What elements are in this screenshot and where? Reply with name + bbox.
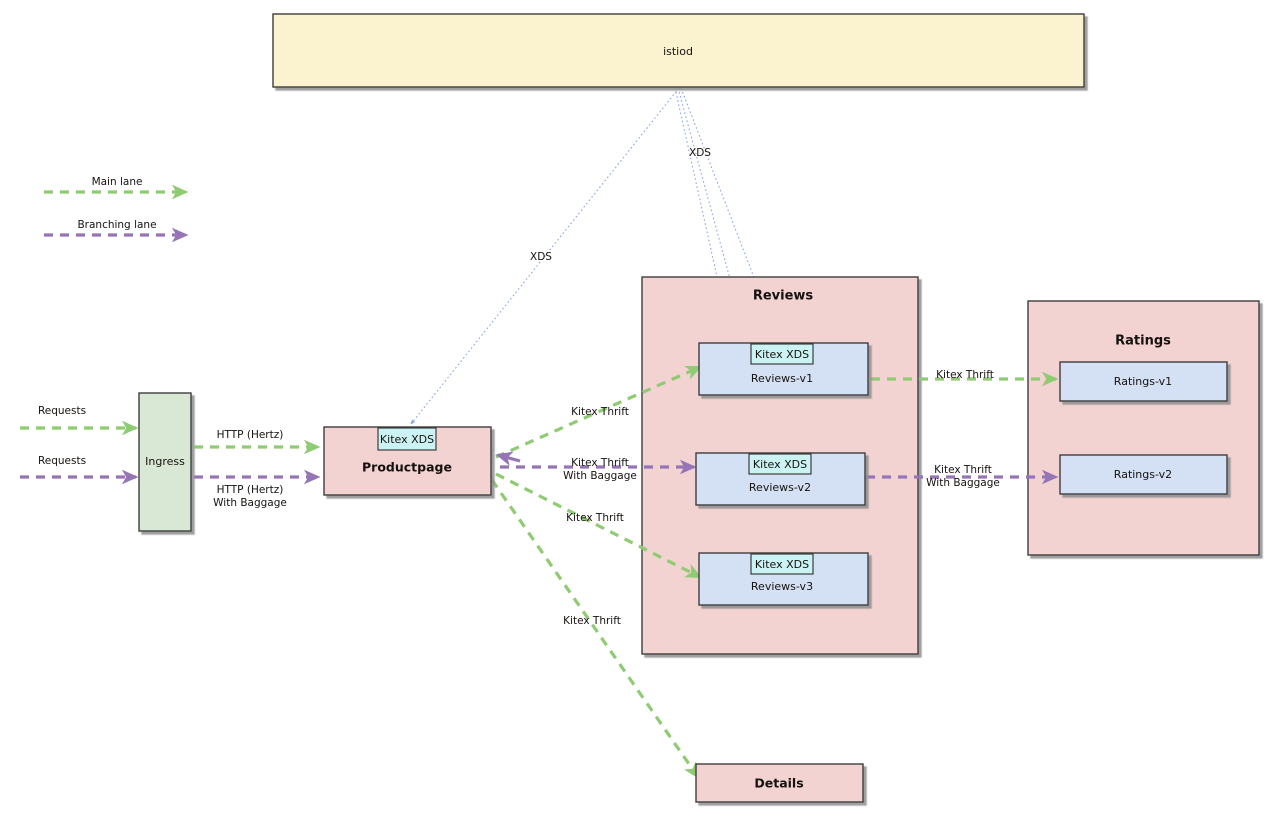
edges-requests: Requests Requests xyxy=(20,405,139,485)
details-box[interactable] xyxy=(695,763,864,803)
node-details[interactable]: Details xyxy=(695,763,864,803)
ratings-v2-box[interactable] xyxy=(1059,454,1228,495)
istiod-box[interactable] xyxy=(272,13,1085,88)
xds-label-reviews: XDS xyxy=(689,147,711,159)
xds-edges: XDS XDS xyxy=(410,87,781,556)
label-kitex-thrift-details: Kitex Thrift xyxy=(563,615,621,627)
ratings-cluster-label: Ratings xyxy=(1115,334,1171,349)
ingress-label: Ingress xyxy=(145,455,185,468)
productpage-badge-box[interactable] xyxy=(377,427,437,451)
node-ingress[interactable]: Ingress xyxy=(138,392,192,532)
label-http-hertz-baggage-line1: HTTP (Hertz) xyxy=(217,484,284,496)
edges-ingress-productpage: HTTP (Hertz) HTTP (Hertz) With Baggage xyxy=(194,429,321,509)
label-requests-main: Requests xyxy=(38,405,86,417)
legend-item-main-lane: Main lane xyxy=(44,176,189,200)
label-http-hertz: HTTP (Hertz) xyxy=(217,429,284,441)
edge-productpage-reviews-v3 xyxy=(495,472,703,579)
ratings-v1-box[interactable] xyxy=(1059,361,1228,402)
cluster-ratings[interactable]: Ratings xyxy=(1027,300,1260,556)
legend-label-main-lane: Main lane xyxy=(92,176,143,188)
node-reviews-v1[interactable]: Kitex XDS Reviews-v1 xyxy=(698,342,869,396)
edge-productpage-reviews-v1 xyxy=(495,365,703,459)
label-kitex-thrift-ratings2-line2: With Baggage xyxy=(926,477,1000,489)
label-kitex-thrift-v3: Kitex Thrift xyxy=(566,512,624,524)
reviews-v3-badge-label: Kitex XDS xyxy=(755,558,809,571)
reviews-v1-badge-box[interactable] xyxy=(750,343,814,365)
reviews-v1-label: Reviews-v1 xyxy=(751,372,813,385)
ratings-cluster-box[interactable] xyxy=(1027,300,1260,556)
node-ratings-v1[interactable]: Ratings-v1 xyxy=(1059,361,1228,402)
reviews-v1-badge-label: Kitex XDS xyxy=(755,348,809,361)
label-http-hertz-baggage-line2: With Baggage xyxy=(213,497,287,509)
legend-item-branching-lane: Branching lane xyxy=(44,219,189,243)
reviews-v2-badge-label: Kitex XDS xyxy=(753,458,807,471)
istiod-label: istiod xyxy=(663,45,693,58)
label-kitex-thrift-v1: Kitex Thrift xyxy=(571,406,629,418)
node-istiod[interactable]: istiod xyxy=(272,13,1085,88)
edges-productpage-out: Kitex Thrift Kitex Thrift With Baggage K… xyxy=(490,365,703,780)
ratings-v1-label: Ratings-v1 xyxy=(1114,375,1172,388)
label-requests-branch: Requests xyxy=(38,455,86,467)
label-kitex-thrift-baggage-line2: With Baggage xyxy=(563,470,637,482)
ingress-box[interactable] xyxy=(138,392,192,532)
legend: Main lane Branching lane xyxy=(44,176,189,243)
edge-productpage-details xyxy=(490,479,700,780)
label-kitex-thrift-ratings1: Kitex Thrift xyxy=(936,369,994,381)
reviews-v3-badge-box[interactable] xyxy=(750,553,814,575)
legend-label-branching-lane: Branching lane xyxy=(77,219,156,231)
node-reviews-v3[interactable]: Kitex XDS Reviews-v3 xyxy=(698,552,869,606)
productpage-label: Productpage xyxy=(362,460,452,475)
edge-productpage-inbound-stub xyxy=(495,451,521,466)
productpage-badge-label: Kitex XDS xyxy=(380,433,434,446)
xds-edge-reviews-v2 xyxy=(677,87,779,456)
reviews-v3-label: Reviews-v3 xyxy=(751,580,813,593)
edges-reviews-ratings: Kitex Thrift Kitex Thrift With Baggage xyxy=(866,369,1059,489)
reviews-v2-label: Reviews-v2 xyxy=(749,481,811,494)
reviews-cluster-label: Reviews xyxy=(753,289,814,304)
reviews-v2-badge-box[interactable] xyxy=(748,453,812,475)
label-kitex-thrift-baggage-line1: Kitex Thrift xyxy=(571,457,629,469)
node-productpage[interactable]: Kitex XDS Productpage xyxy=(323,426,492,496)
xds-label-productpage: XDS xyxy=(530,251,552,263)
label-kitex-thrift-ratings2-line1: Kitex Thrift xyxy=(934,464,992,476)
node-reviews-v2[interactable]: Kitex XDS Reviews-v2 xyxy=(695,452,866,506)
node-ratings-v2[interactable]: Ratings-v2 xyxy=(1059,454,1228,495)
xds-edge-productpage xyxy=(410,87,680,425)
ratings-v2-label: Ratings-v2 xyxy=(1114,468,1172,481)
details-label: Details xyxy=(754,776,803,791)
